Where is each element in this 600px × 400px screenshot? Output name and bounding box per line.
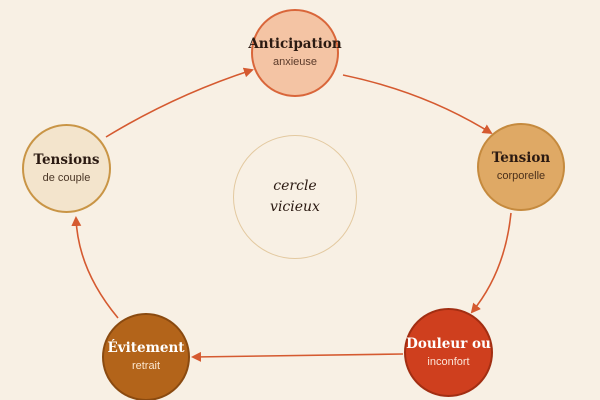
node-title: Douleur ou [406, 335, 491, 352]
arrow-anticipation-to-tension [342, 74, 493, 135]
node-title: Évitement [107, 340, 185, 356]
node-douleur: Douleur ou inconfort [404, 308, 493, 397]
node-subtitle: retrait [131, 360, 161, 372]
center-label-line2: vicieux [270, 199, 320, 215]
center-circle: cercle vicieux [233, 135, 357, 259]
node-title: Tension [491, 150, 551, 166]
node-title: Anticipation [248, 36, 342, 52]
arrow-evitement-to-tensions [71, 216, 119, 319]
node-title: Tensions [33, 151, 100, 168]
node-tension: Tension corporelle [477, 123, 565, 211]
node-anticipation: Anticipation anxieuse [248, 9, 342, 97]
arrow-tensions-to-anticipation [105, 67, 254, 138]
node-subtitle: de couple [42, 171, 91, 184]
node-subtitle: inconfort [427, 355, 470, 368]
arrow-douleur-to-evitement [191, 351, 404, 362]
center-label-line1: cercle [273, 178, 317, 194]
node-evitement: Évitement retrait [102, 313, 190, 400]
node-subtitle: anxieuse [272, 56, 318, 68]
node-subtitle: corporelle [496, 170, 546, 182]
arrow-tension-to-douleur [470, 212, 512, 314]
node-tensions: Tensions de couple [22, 124, 111, 213]
